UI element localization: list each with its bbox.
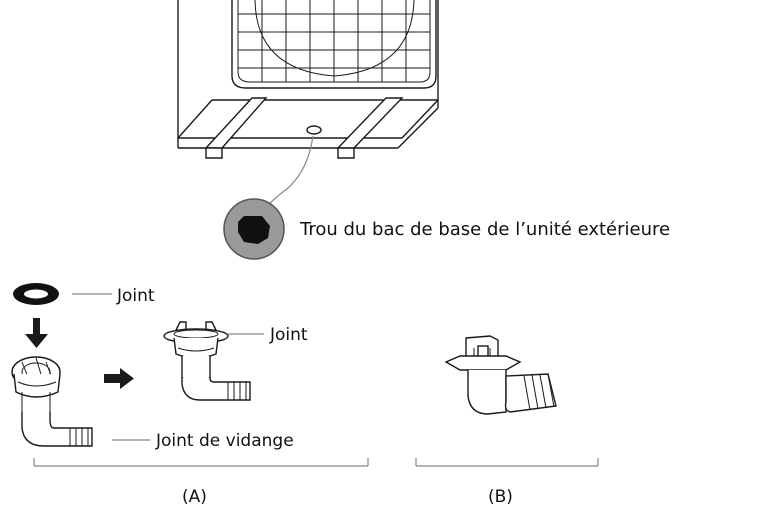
drain-joint-part <box>11 356 93 447</box>
joint-ring-label: Joint <box>116 286 155 306</box>
outdoor-hole-label: Trou du bac de base de l’unité extérieur… <box>299 219 670 240</box>
rubber-ring <box>13 283 59 305</box>
base-pan-hole <box>306 125 322 135</box>
drain-hole-zoom <box>223 198 285 260</box>
caption-a: (A) <box>182 487 207 507</box>
drain-joint-b <box>444 335 557 415</box>
outdoor-unit-illustration <box>177 0 439 206</box>
joint-fitted-label: Joint <box>269 325 308 345</box>
bracket-b <box>415 458 599 467</box>
caption-b: (B) <box>488 487 513 507</box>
bracket-a <box>33 458 369 467</box>
assembled-drain-joint <box>163 321 251 401</box>
drain-joint-label: Joint de vidange <box>155 431 294 451</box>
fan-grille <box>238 0 430 82</box>
down-arrow-icon <box>25 318 48 348</box>
right-arrow-icon <box>104 368 134 389</box>
